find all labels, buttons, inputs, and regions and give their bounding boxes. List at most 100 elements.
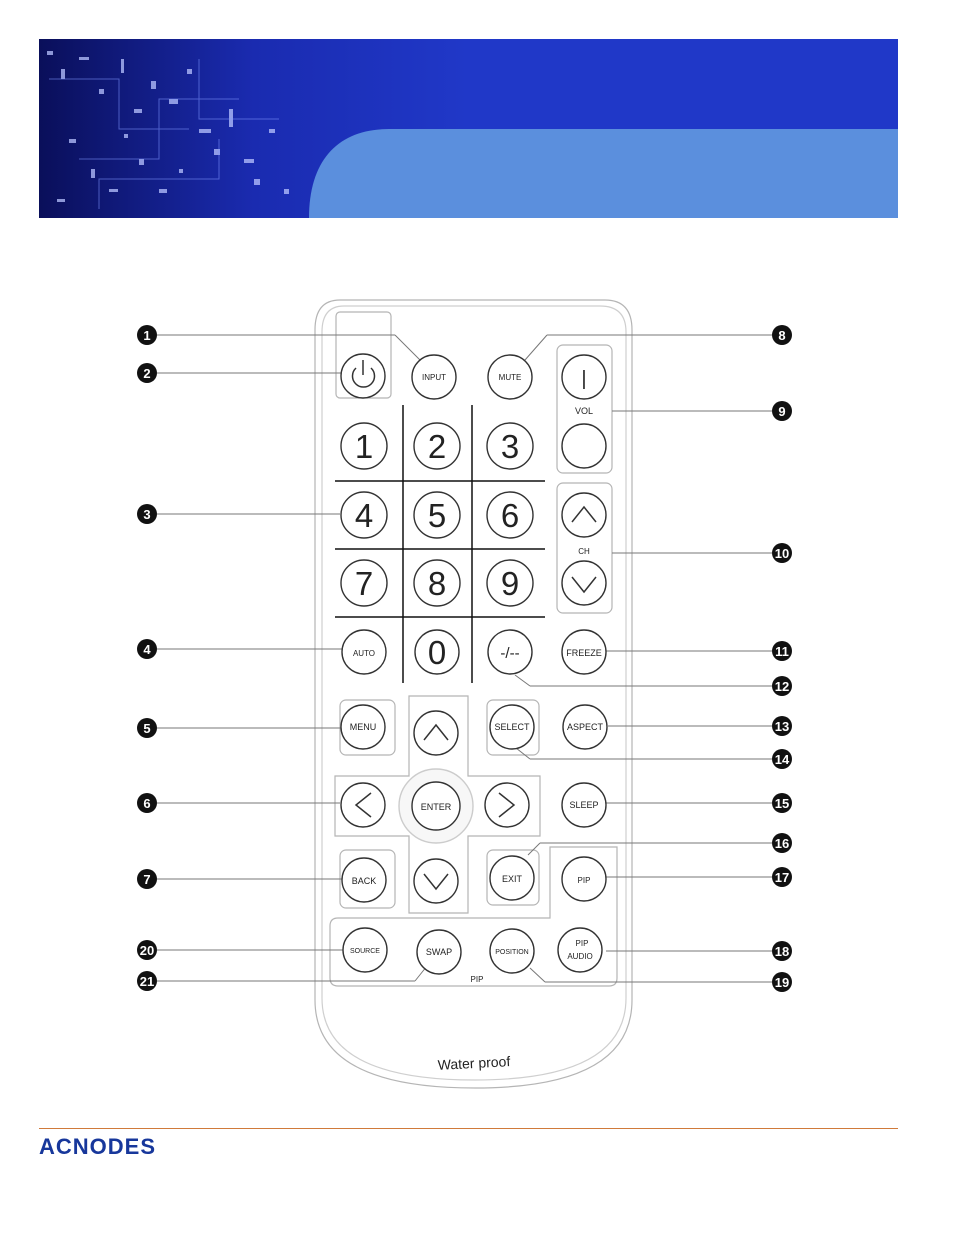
footer-rule [39, 1128, 898, 1129]
callout-number: 12 [775, 679, 789, 694]
digit-1-label: 1 [355, 428, 373, 465]
callout-number: 2 [143, 366, 150, 381]
right-arrow-button[interactable] [484, 782, 530, 828]
callout-lines [157, 334, 772, 983]
circuit-board-image [39, 39, 898, 218]
digit-2-button[interactable] [413, 422, 461, 470]
callout-16: 16 [772, 833, 792, 853]
callout-badges: 1 2 3 4 5 6 7 8 9 10 11 12 13 14 15 16 1… [137, 325, 792, 992]
vol-frame [556, 344, 613, 474]
callout-number: 19 [775, 975, 789, 990]
digit-8-button[interactable] [413, 559, 461, 607]
callout-number: 11 [775, 644, 789, 659]
vol-down-button[interactable] [561, 423, 607, 469]
power-button[interactable] [340, 353, 386, 399]
exit-button[interactable] [489, 855, 535, 901]
callout-number: 5 [143, 721, 150, 736]
exit-frame [486, 849, 540, 906]
digit-1-button[interactable] [340, 422, 388, 470]
callout-number: 17 [775, 870, 789, 885]
callout-number: 14 [775, 752, 790, 767]
source-button[interactable] [342, 927, 388, 973]
callout-1: 1 [137, 325, 157, 345]
callout-18: 18 [772, 941, 792, 961]
digit-9-label: 9 [501, 565, 519, 602]
menu-button[interactable] [340, 704, 386, 750]
sleep-label: SLEEP [569, 800, 598, 810]
back-button[interactable] [341, 857, 387, 903]
swap-label: SWAP [426, 947, 452, 957]
keypad-grid [335, 405, 545, 683]
menu-label: MENU [350, 722, 377, 732]
source-label: SOURCE [350, 948, 380, 955]
down-arrow-icon [423, 873, 449, 891]
ch-label: CH [578, 547, 590, 556]
vol-up-button[interactable] [561, 354, 607, 400]
swap-button[interactable] [416, 929, 462, 975]
remote-body-inner [321, 305, 627, 1081]
callout-17: 17 [772, 867, 792, 887]
position-button[interactable] [489, 928, 535, 974]
digit-5-button[interactable] [413, 491, 461, 539]
pip-button[interactable] [561, 856, 607, 902]
ch-down-button[interactable] [561, 560, 607, 606]
callout-2: 2 [137, 363, 157, 383]
pip-label: PIP [578, 876, 591, 885]
digit-0-button[interactable] [414, 629, 460, 675]
callout-number: 4 [143, 642, 151, 657]
callout-number: 6 [143, 796, 150, 811]
right-arrow-icon [498, 792, 516, 818]
pip-audio-label-1: PIP [576, 939, 589, 948]
callout-13: 13 [772, 716, 792, 736]
digit-3-button[interactable] [486, 422, 534, 470]
callout-number: 20 [140, 943, 154, 958]
ch-down-icon [571, 576, 597, 594]
callout-4: 4 [137, 639, 157, 659]
up-arrow-button[interactable] [413, 710, 459, 756]
callout-8: 8 [772, 325, 792, 345]
auto-button[interactable] [341, 629, 387, 675]
exit-label: EXIT [502, 874, 523, 884]
digit-4-button[interactable] [340, 491, 388, 539]
digit-7-button[interactable] [340, 559, 388, 607]
callout-14: 14 [772, 749, 792, 769]
digit-0-label: 0 [428, 634, 446, 671]
digit-4-label: 4 [355, 497, 373, 534]
aspect-button[interactable] [562, 704, 608, 750]
callout-number: 15 [775, 796, 789, 811]
power-icon [351, 360, 376, 388]
callout-20: 20 [137, 940, 157, 960]
digit-8-label: 8 [428, 565, 446, 602]
enter-button[interactable] [411, 781, 461, 831]
freeze-label: FREEZE [566, 648, 602, 658]
callout-number: 16 [775, 836, 789, 851]
digit-5-label: 5 [428, 497, 446, 534]
dpad-frame [334, 695, 541, 914]
callout-19: 19 [772, 972, 792, 992]
callout-number: 18 [775, 944, 789, 959]
freeze-button[interactable] [561, 629, 607, 675]
vol-up-label: | [581, 368, 586, 390]
digit-9-button[interactable] [486, 559, 534, 607]
down-arrow-button[interactable] [413, 858, 459, 904]
callout-number: 8 [778, 328, 785, 343]
callout-6: 6 [137, 793, 157, 813]
sleep-button[interactable] [561, 782, 607, 828]
digit-6-button[interactable] [486, 491, 534, 539]
pip-audio-button[interactable] [557, 927, 603, 973]
callout-number: 13 [775, 719, 789, 734]
left-arrow-button[interactable] [340, 782, 386, 828]
callout-12: 12 [772, 676, 792, 696]
dash-label: -/-- [500, 645, 519, 662]
digit-6-label: 6 [501, 497, 519, 534]
mute-button[interactable] [487, 354, 533, 400]
mute-label: MUTE [499, 373, 522, 382]
pip-group-label: PIP [471, 975, 484, 984]
callout-21: 21 [137, 971, 157, 991]
ch-up-button[interactable] [561, 492, 607, 538]
callout-9: 9 [772, 401, 792, 421]
input-button[interactable] [411, 354, 457, 400]
dash-button[interactable] [487, 629, 533, 675]
select-button[interactable] [489, 704, 535, 750]
